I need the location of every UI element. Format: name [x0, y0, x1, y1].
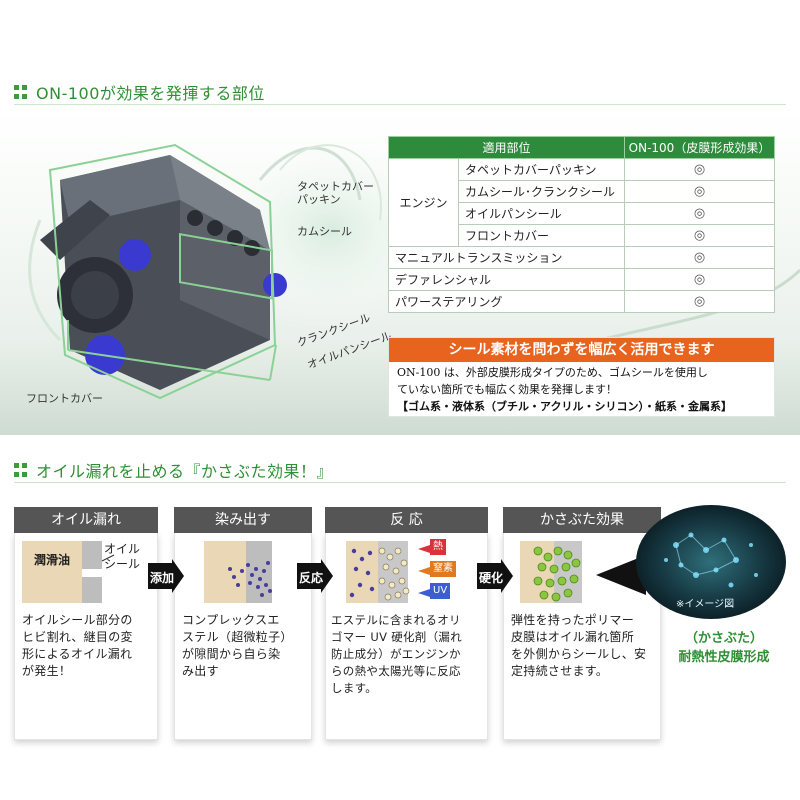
step-text-line: 弾性を持ったポリマー: [511, 613, 635, 627]
arrow-cure-label: 硬化: [479, 571, 504, 585]
label-front-cover: フロントカバー: [26, 392, 103, 405]
application-table: 適用部位 ON-100（皮膜形成効果） エンジン タペットカバーパッキン ◎ カ…: [388, 136, 775, 313]
step-text-1: オイルシール部分の ヒビ割れ、継目の変 形によるオイル漏れ が発生！: [22, 612, 133, 680]
table-cell-mark: ◎: [624, 180, 775, 203]
table-cell-part: マニュアルトランスミッション: [388, 246, 625, 269]
table-cell-part: デファレンシャル: [388, 268, 625, 291]
illus-oil-label: 潤滑油: [34, 553, 71, 567]
illus-scab: [520, 541, 582, 603]
table-row: フロントカバー ◎: [389, 224, 775, 247]
table-cell-mark: ◎: [624, 246, 775, 269]
arrow-add: [148, 559, 184, 593]
result-caption-2: 耐熱性皮膜形成: [678, 650, 770, 665]
engine-image: [40, 143, 287, 400]
step-text-line: が発生！: [22, 664, 72, 678]
step-text-line: コンプレックスエ: [182, 613, 280, 627]
step-text-line: ステル（超微粒子）: [182, 630, 293, 644]
step-text-line: が隙間から自ら染: [182, 647, 281, 661]
step-text-2: コンプレックスエ ステル（超微粒子） が隙間から自ら染 み出す: [182, 612, 293, 680]
chip-uv: UV: [430, 583, 451, 599]
step-text-line: 皮膜はオイル漏れ箇所: [511, 630, 635, 644]
table-cell-mark: ◎: [624, 224, 775, 247]
table-row: マニュアルトランスミッション ◎: [388, 246, 775, 269]
promo-line: ON-100 は、外部皮膜形成タイプのため、ゴムシールを使用し: [397, 366, 708, 379]
table-cell-mark: ◎: [624, 158, 775, 181]
illus-reaction: [346, 541, 410, 603]
step-text-line: オイルシール部分の: [22, 613, 133, 627]
section1-heading: ON-100が効果を発揮する部位: [14, 80, 265, 104]
label-cam-seal: カムシール: [297, 225, 352, 238]
section2-divider: [14, 482, 786, 483]
section1-title: ON-100が効果を発揮する部位: [36, 84, 265, 103]
step-title-2: 染み出す: [174, 507, 312, 533]
table-cell-mark: ◎: [624, 290, 775, 313]
illus-seep: [204, 541, 272, 603]
table-row: デファレンシャル ◎: [388, 268, 775, 291]
step-text-line: み出す: [182, 664, 219, 678]
step-title-3: 反 応: [325, 507, 488, 533]
image-note: ※イメージ図: [676, 599, 735, 610]
section1-divider: [14, 104, 786, 105]
illus-seal-label: オイル シール: [104, 542, 141, 571]
table-row: カムシール･クランクシール ◎: [389, 180, 775, 203]
label-tappet-cover: タペットカバー パッキン: [297, 180, 374, 206]
step-text-line: します。: [331, 681, 378, 695]
result-caption-1: （かさぶた）: [684, 631, 763, 646]
table-row: オイルパンシール ◎: [389, 202, 775, 225]
pointer-wedge: [596, 555, 646, 595]
step-text-4: 弾性を持ったポリマー 皮膜はオイル漏れ箇所 を外側からシールし、安 定持続させま…: [511, 612, 646, 680]
table-group-engine: エンジン: [388, 158, 459, 247]
step-text-line: 防止成分）がエンジンか: [331, 647, 461, 661]
step-text-line: エステルに含まれるオリ: [331, 613, 461, 627]
table-row: エンジン タペットカバーパッキン ◎: [388, 158, 775, 247]
promo-banner: シール素材を問わずを幅広く活用できます: [389, 338, 774, 362]
step-text-line: らの熱や太陽光等に反応: [331, 664, 461, 678]
arrow-add-label: 添加: [150, 571, 175, 585]
table-cell-part: タペットカバーパッキン: [458, 158, 625, 181]
step-text-line: 形によるオイル漏れ: [22, 647, 133, 661]
chip-nitrogen: 窒素: [430, 561, 456, 577]
promo-line: 【ゴム系・液体系（ブチル・アクリル・シリコン）・紙系・金属系】: [397, 400, 732, 413]
step-text-line: 定持続させます。: [511, 664, 609, 678]
green-dots-icon: [14, 463, 28, 477]
section2-title: オイル漏れを止める『かさぶた効果！』: [36, 462, 334, 481]
promo-box: シール素材を問わずを幅広く活用できます ON-100 は、外部皮膜形成タイプのた…: [388, 337, 775, 417]
chip-heat: 熱: [430, 539, 446, 555]
green-dots-icon: [14, 85, 28, 99]
step-text-line: ゴマー UV 硬化剤（漏れ: [331, 630, 462, 644]
table-cell-part: パワーステアリング: [388, 290, 625, 313]
step-text-line: を外側からシールし、安: [511, 647, 647, 661]
table-header-part: 適用部位: [388, 136, 625, 159]
arrow-react: [297, 559, 333, 593]
reaction-arrows-icon: [418, 545, 430, 597]
table-cell-part: フロントカバー: [458, 224, 625, 247]
promo-line: ていない箇所でも幅広く効果を発揮します！: [397, 383, 617, 396]
table-header-effect: ON-100（皮膜形成効果）: [624, 136, 775, 159]
table-cell-part: カムシール･クランクシール: [458, 180, 625, 203]
table-cell-part: オイルパンシール: [458, 202, 625, 225]
step-text-3: エステルに含まれるオリ ゴマー UV 硬化剤（漏れ 防止成分）がエンジンか らの…: [331, 612, 462, 697]
promo-body: ON-100 は、外部皮膜形成タイプのため、ゴムシールを使用し ていない箇所でも…: [389, 362, 774, 417]
step-text-line: ヒビ割れ、継目の変: [22, 630, 133, 644]
step-title-4: かさぶた効果: [503, 507, 661, 533]
section2-heading: オイル漏れを止める『かさぶた効果！』: [14, 458, 333, 482]
table-row: パワーステアリング ◎: [388, 290, 775, 313]
step-title-1: オイル漏れ: [14, 507, 158, 533]
table-cell-mark: ◎: [624, 268, 775, 291]
illus-oil-leak: [22, 541, 115, 603]
arrow-react-label: 反応: [299, 571, 324, 585]
arrow-cure: [477, 559, 513, 593]
molecule-image: [636, 505, 786, 619]
table-cell-mark: ◎: [624, 202, 775, 225]
